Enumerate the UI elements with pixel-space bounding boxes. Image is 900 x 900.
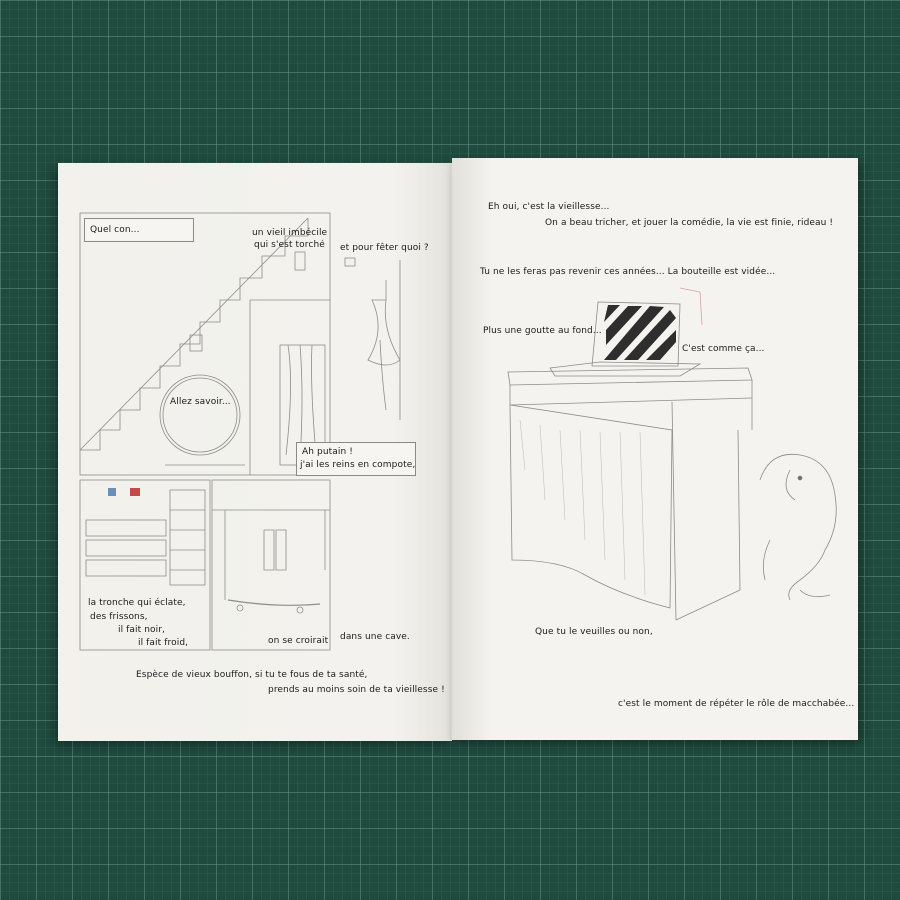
red-pot — [130, 488, 140, 496]
laptop-drawing — [549, 287, 703, 377]
staircase-panel — [79, 212, 356, 476]
storage-panels — [79, 479, 331, 651]
caption-vieux-bouffon: Espèce de vieux bouffon, si tu te fous d… — [136, 670, 368, 680]
caption-box-quel-con — [84, 218, 194, 242]
caption-ah-putain: Ah putain ! — [302, 447, 353, 457]
caption-fait-froid: il fait froid, — [138, 638, 189, 648]
caption-annees: Tu ne les feras pas revenir ces années..… — [480, 267, 776, 277]
caption-vieil-imbecile: un vieil imbécile — [252, 228, 328, 238]
caption-quel-con: Quel con... — [90, 225, 140, 235]
caption-reins-compote: j'ai les reins en compote, — [300, 460, 416, 470]
caption-box-ah-putain — [296, 442, 416, 476]
caption-soin-vieillesse: prends au moins soin de ta vieillesse ! — [268, 685, 445, 695]
caption-frissons: des frissons, — [90, 612, 148, 622]
caption-beau-tricher: On a beau tricher, et jouer la comédie, … — [545, 218, 834, 228]
caption-allez-savoir: Allez savoir... — [170, 397, 231, 407]
caption-feter-quoi: et pour fêter quoi ? — [340, 243, 429, 253]
caption-dans-une-cave: dans une cave. — [340, 632, 410, 642]
right-page — [452, 158, 858, 740]
caption-macchabee: c'est le moment de répéter le rôle de ma… — [618, 699, 855, 709]
blue-pot — [108, 488, 116, 496]
page-gutter — [450, 165, 454, 740]
hanging-clothes — [367, 260, 401, 420]
caption-veuilles: Que tu le veuilles ou non, — [535, 627, 653, 637]
laptop-screen-stripes — [604, 305, 676, 360]
caption-eh-oui: Eh oui, c'est la vieillesse... — [488, 202, 610, 212]
desk-drawing — [507, 367, 753, 621]
caption-on-se-croirait: on se croirait — [268, 636, 329, 646]
caption-comme-ca: C'est comme ça... — [682, 344, 765, 354]
dog-drawing — [759, 453, 837, 601]
caption-goutte: Plus une goutte au fond... — [483, 326, 602, 336]
caption-fait-noir: il fait noir, — [118, 625, 166, 635]
caption-tronche: la tronche qui éclate, — [88, 598, 186, 608]
caption-torche: qui s'est torché — [254, 240, 325, 250]
